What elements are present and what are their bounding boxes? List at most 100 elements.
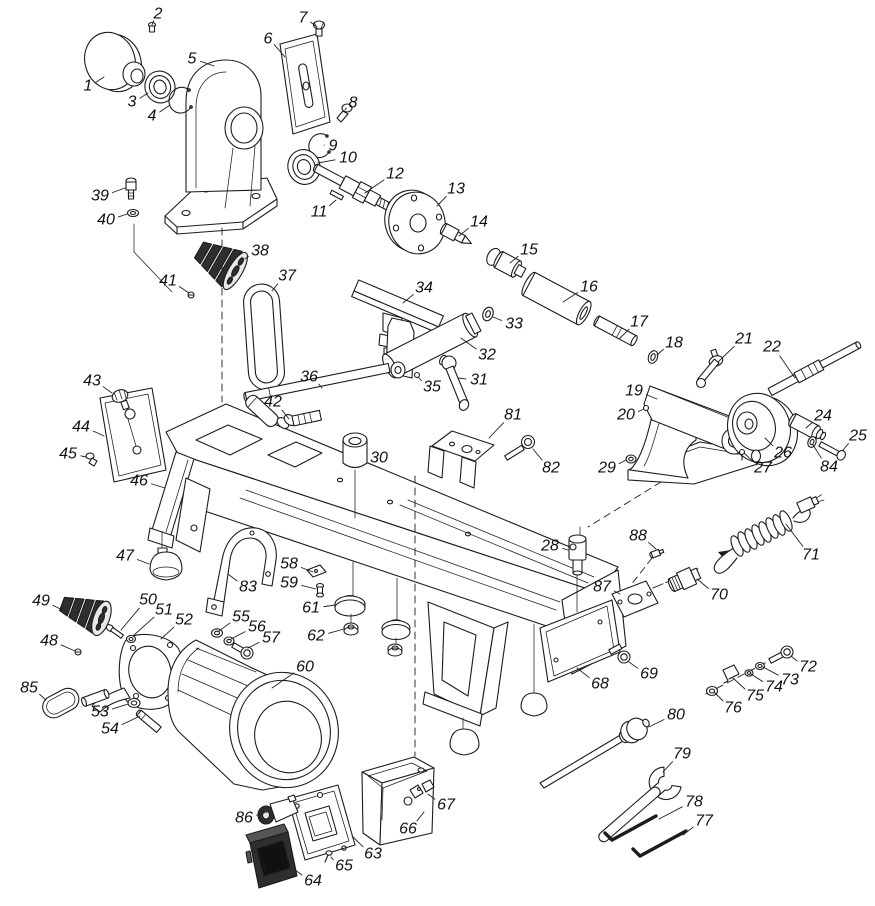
part-number-75: 75 [746, 688, 764, 705]
leader-line-82 [532, 448, 543, 461]
leader-line-45 [80, 455, 87, 458]
tailstock-shaft [593, 315, 638, 347]
hex-key-large [603, 814, 658, 842]
part-number-39: 39 [91, 188, 109, 205]
leader-line-10 [317, 159, 336, 164]
part-number-81: 81 [504, 407, 522, 424]
leader-line-81 [488, 422, 505, 439]
leader-line-51 [132, 616, 155, 637]
leader-line-47 [136, 559, 150, 565]
tailstock-clamp [695, 348, 724, 389]
leader-line-68 [576, 667, 590, 679]
part-number-11: 11 [311, 204, 328, 221]
handle-washer [807, 436, 817, 448]
part-number-20: 20 [616, 407, 635, 424]
fastener-set [705, 645, 794, 697]
tailstock-base-washer [625, 454, 637, 464]
part-number-84: 84 [820, 459, 838, 476]
belt-guard [205, 527, 277, 617]
part-number-59: 59 [280, 575, 298, 592]
leader-line-24 [805, 421, 813, 429]
leader-line-67 [427, 793, 436, 800]
part-number-53: 53 [91, 704, 109, 721]
leader-line-70 [696, 578, 709, 589]
part-number-76: 76 [724, 700, 742, 717]
tailstock-sleeve [521, 271, 592, 326]
part-number-9: 9 [329, 138, 338, 155]
leader-line-39 [111, 187, 126, 194]
part-number-67: 67 [437, 797, 456, 814]
leader-line-34 [402, 293, 414, 304]
bearing-front [144, 70, 176, 104]
tailstock-pin [738, 448, 746, 461]
part-number-73: 73 [781, 672, 799, 689]
motor-bolt [231, 642, 254, 660]
leader-line-85 [39, 693, 47, 701]
cord-grip [667, 566, 702, 593]
switch-box [361, 756, 435, 846]
headstock-cover-plate [279, 33, 331, 135]
leader-line-28 [562, 547, 569, 551]
handle-screw [818, 441, 846, 461]
leveling-foot-47 [149, 547, 183, 581]
tool-rest-rod [243, 362, 391, 402]
cover-knob [111, 389, 130, 411]
leader-line-63 [351, 835, 364, 848]
leader-line-80 [648, 719, 665, 728]
latch-screw [315, 582, 325, 598]
part-number-40: 40 [97, 212, 115, 229]
cord-plate [611, 580, 659, 618]
tailstock-screw [767, 341, 862, 397]
leader-line-62 [328, 628, 345, 634]
part-number-35: 35 [423, 379, 441, 396]
part-number-2: 2 [153, 6, 163, 23]
leader-line-66 [416, 811, 425, 822]
leader-line-11 [329, 199, 337, 207]
part-number-82: 82 [542, 460, 560, 477]
motor [167, 639, 339, 791]
leader-line-20 [637, 408, 645, 412]
leader-line-72 [790, 655, 798, 662]
part-number-57: 57 [262, 630, 281, 647]
lock-lever [245, 394, 322, 429]
leader-line-50 [120, 607, 140, 631]
rubber-foot-rear [381, 619, 411, 657]
part-number-85: 85 [20, 680, 38, 697]
leader-line-86 [256, 811, 268, 816]
part-number-71: 71 [802, 547, 820, 564]
leader-line-77 [682, 826, 694, 836]
knockout-rod [539, 717, 650, 789]
leader-line-54 [121, 715, 141, 726]
tool-rest-washer [482, 306, 494, 322]
headstock-washer [126, 208, 140, 218]
leader-line-35 [417, 376, 422, 382]
part-number-79: 79 [673, 746, 691, 763]
part-number-25: 25 [848, 428, 867, 445]
cover-plate-screw [608, 643, 631, 664]
part-number-5: 5 [188, 51, 197, 68]
bed-left-leg [147, 451, 211, 553]
leader-line-48 [60, 644, 76, 652]
part-number-51: 51 [155, 602, 173, 619]
part-number-55: 55 [232, 609, 250, 626]
leader-line-8 [344, 107, 347, 111]
part-number-14: 14 [470, 214, 488, 231]
part-number-65: 65 [335, 858, 353, 875]
leader-line-42 [281, 409, 290, 420]
leader-line-73 [762, 666, 779, 676]
leader-line-58 [300, 567, 314, 573]
part-number-68: 68 [591, 676, 609, 693]
leader-line-29 [618, 459, 627, 465]
leader-line-15 [509, 255, 519, 264]
part-number-88: 88 [629, 528, 647, 545]
leader-line-55 [218, 622, 231, 632]
leader-line-27 [743, 452, 754, 462]
leader-line-57 [247, 641, 260, 649]
leader-line-41 [178, 286, 190, 294]
part-number-43: 43 [83, 373, 101, 390]
part-number-64: 64 [304, 873, 322, 890]
leader-line-78 [658, 806, 683, 820]
part-number-72: 72 [799, 659, 817, 676]
